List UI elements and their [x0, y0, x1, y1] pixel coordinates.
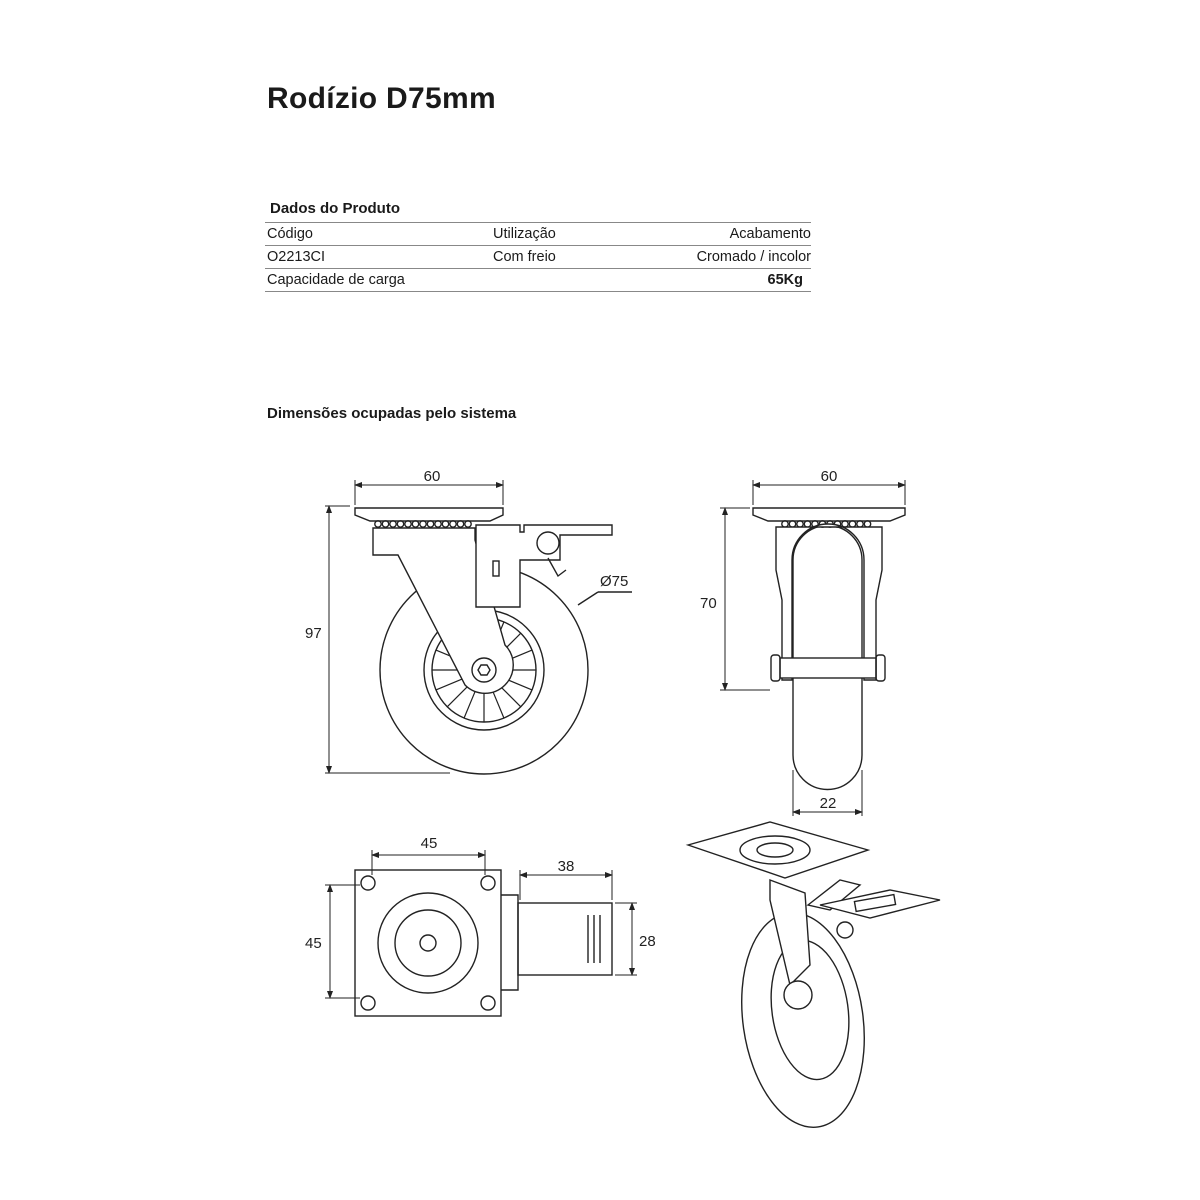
header-utilizacao: Utilização	[493, 226, 556, 242]
bearing-ball	[411, 520, 420, 528]
dimension-labels: 60 97 Ø75 60 70 22 45 45 38 28	[305, 468, 837, 952]
bearing-ball	[381, 520, 390, 528]
bearing-ball	[404, 520, 412, 528]
cell-utilizacao: Com freio	[493, 249, 556, 265]
isometric-view-drawing	[685, 821, 941, 1128]
bottom-view-drawing	[354, 869, 613, 1017]
bearing-ball	[374, 520, 382, 528]
side-dimension-lines	[720, 480, 906, 816]
bearing-ball	[456, 520, 465, 528]
bearing-ball	[848, 520, 857, 528]
front-dimension-lines	[325, 480, 504, 774]
bearing-ball	[803, 520, 812, 528]
header-codigo: Código	[267, 226, 313, 242]
table-header-row: Código Utilização Acabamento	[265, 222, 811, 245]
dimensions-heading: Dimensões ocupadas pelo sistema	[267, 405, 517, 422]
front-view-drawing	[354, 507, 632, 775]
bearing-ball	[788, 520, 797, 528]
dim-bottom-width: 45	[421, 835, 438, 852]
dim-brake-height: 28	[639, 933, 656, 950]
bearing-ball	[464, 520, 472, 528]
bearing-ball	[419, 520, 427, 528]
cell-codigo: O2213CI	[267, 249, 326, 265]
product-data-heading: Dados do Produto	[270, 200, 400, 217]
header-acabamento: Acabamento	[729, 226, 811, 242]
side-view-drawing	[752, 507, 906, 791]
bearing-ball	[796, 520, 804, 528]
bottom-dimension-lines	[325, 850, 637, 999]
bearing-ball	[434, 520, 442, 528]
capacity-value: 65Kg	[767, 272, 803, 288]
bearing-ball	[426, 520, 435, 528]
table-row: Capacidade de carga 65Kg	[265, 268, 811, 292]
bearing-ball	[396, 520, 405, 528]
bearing-ball	[856, 520, 864, 528]
bearing-ball	[389, 520, 397, 528]
dim-brake-length: 38	[558, 858, 575, 875]
dim-side-height: 70	[700, 595, 717, 612]
bearing-ball	[449, 520, 457, 528]
product-table: Código Utilização Acabamento O2213CI Com…	[265, 222, 811, 292]
capacity-label: Capacidade de carga	[267, 272, 405, 288]
bearing-ball	[841, 520, 849, 528]
dim-wheel-diameter: Ø75	[600, 573, 628, 590]
bearing-ball	[781, 520, 789, 528]
bearing-ball	[863, 520, 872, 528]
cell-acabamento: Cromado / incolor	[696, 249, 811, 265]
dim-front-width: 60	[424, 468, 441, 485]
dim-side-width: 60	[821, 468, 838, 485]
dim-wheel-width: 22	[820, 795, 837, 812]
dim-front-height: 97	[305, 625, 322, 642]
dim-bottom-height: 45	[305, 935, 322, 952]
table-row: O2213CI Com freio Cromado / incolor	[265, 245, 811, 268]
bearing-ball	[441, 520, 450, 528]
page-title: Rodízio D75mm	[267, 82, 496, 115]
